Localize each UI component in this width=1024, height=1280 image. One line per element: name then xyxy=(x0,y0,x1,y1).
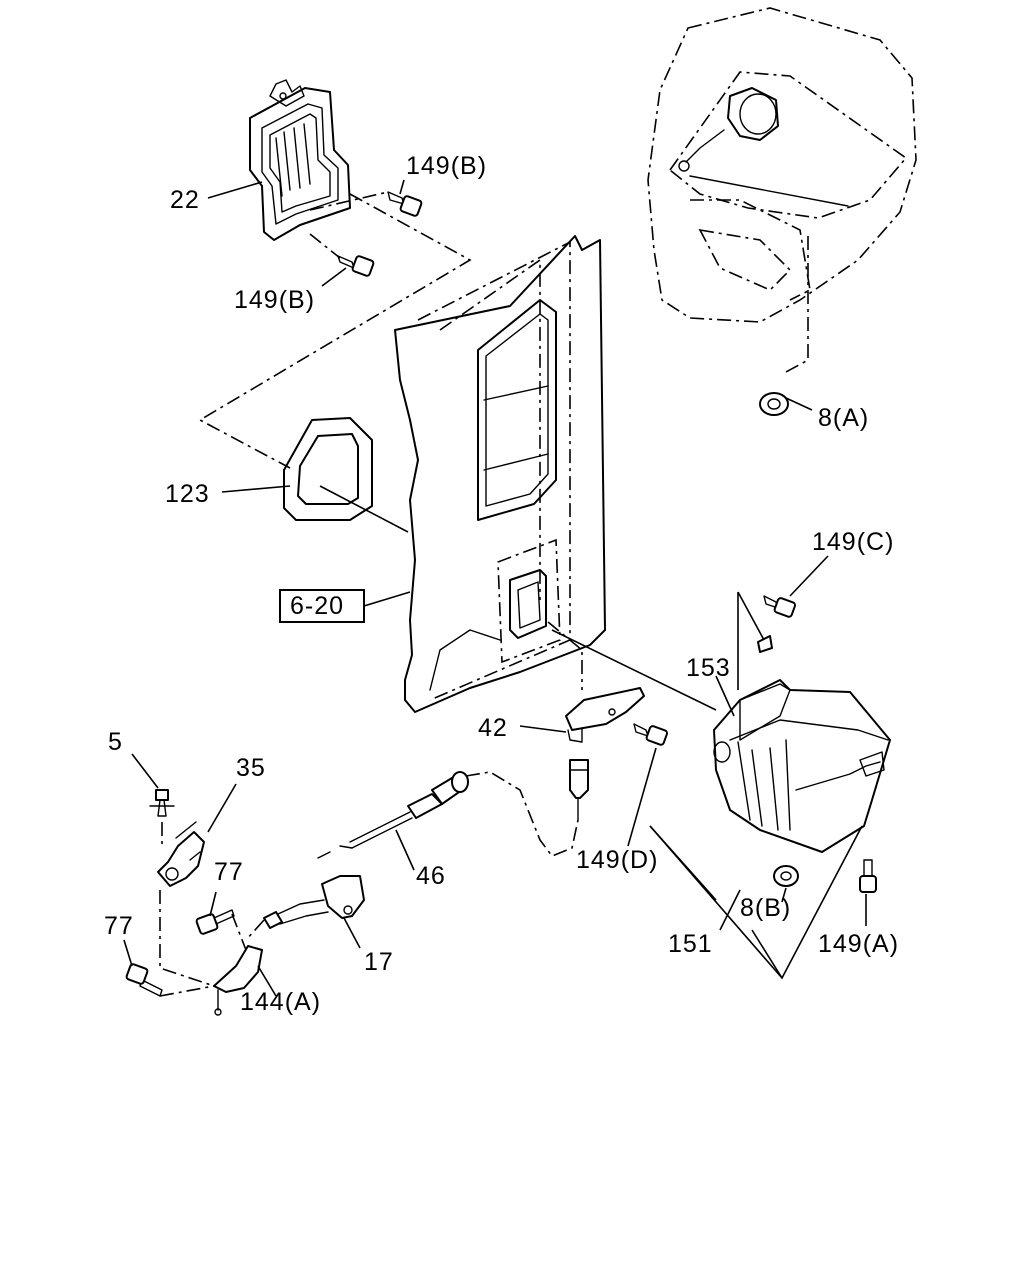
label-123: 123 xyxy=(165,480,210,508)
bolt-77-upper xyxy=(195,909,235,935)
part-46-cable xyxy=(317,771,579,859)
chain-149b-upper xyxy=(309,191,389,211)
chain-17-144 xyxy=(245,919,265,941)
part-17-lever xyxy=(263,875,365,929)
label-149c: 149(C) xyxy=(812,528,894,556)
chain-panel-to-42 xyxy=(547,621,583,690)
label-6-20: 6-20 xyxy=(290,592,344,620)
label-42: 42 xyxy=(478,714,508,742)
bolt-149a xyxy=(859,859,877,893)
leader-6-20 xyxy=(363,591,411,607)
bolt-149b-upper xyxy=(387,191,423,217)
bolt-77-lower xyxy=(125,963,163,997)
label-77-upper: 77 xyxy=(214,858,244,886)
leader-lines xyxy=(123,179,867,997)
label-77-lower: 77 xyxy=(104,912,134,940)
label-149d: 149(D) xyxy=(576,846,658,874)
side-panel xyxy=(394,235,606,713)
part-144a-bracket xyxy=(213,945,263,1016)
label-149b-upper: 149(B) xyxy=(406,152,487,180)
bolt-149d xyxy=(633,723,669,746)
chain-35-144 xyxy=(159,890,215,987)
label-35: 35 xyxy=(236,754,266,782)
cable-connector xyxy=(569,759,589,821)
label-5: 5 xyxy=(108,728,123,756)
chain-77-upper xyxy=(231,913,247,951)
label-149a: 149(A) xyxy=(818,930,899,958)
label-17: 17 xyxy=(364,948,394,976)
part-123-gasket xyxy=(283,417,373,521)
part-22-cover-plate xyxy=(249,79,351,241)
clip-5 xyxy=(149,789,175,817)
bolt-149b-lower xyxy=(337,255,375,277)
part-151-tank xyxy=(713,679,891,853)
label-8b: 8(B) xyxy=(740,894,791,922)
leader-8a-chain xyxy=(785,236,809,373)
callout-labels: 22 149(B) 149(B) 8(A) 123 6-20 149(C) 15… xyxy=(104,152,899,1016)
bracket-153 xyxy=(757,635,773,653)
grommet-8a xyxy=(759,392,789,416)
part-35-lever xyxy=(157,821,205,887)
leader-153-bracket xyxy=(737,591,765,690)
label-149b-lower: 149(B) xyxy=(234,286,315,314)
part-42-bracket xyxy=(565,687,645,743)
grommet-8b xyxy=(773,865,799,887)
label-151: 151 xyxy=(668,930,713,958)
label-8a: 8(A) xyxy=(818,404,869,432)
chain-77-lower xyxy=(159,985,215,997)
chain-123-to-panel xyxy=(319,485,409,533)
label-46: 46 xyxy=(416,862,446,890)
chain-149b-lower xyxy=(309,233,341,259)
ref-box-6-20 xyxy=(279,589,365,623)
label-153: 153 xyxy=(686,654,731,682)
label-144a: 144(A) xyxy=(240,988,321,1016)
cab-shell xyxy=(647,7,917,323)
chain-panel-to-tank xyxy=(551,629,717,711)
bolt-149c xyxy=(763,595,797,618)
label-22: 22 xyxy=(170,186,200,214)
